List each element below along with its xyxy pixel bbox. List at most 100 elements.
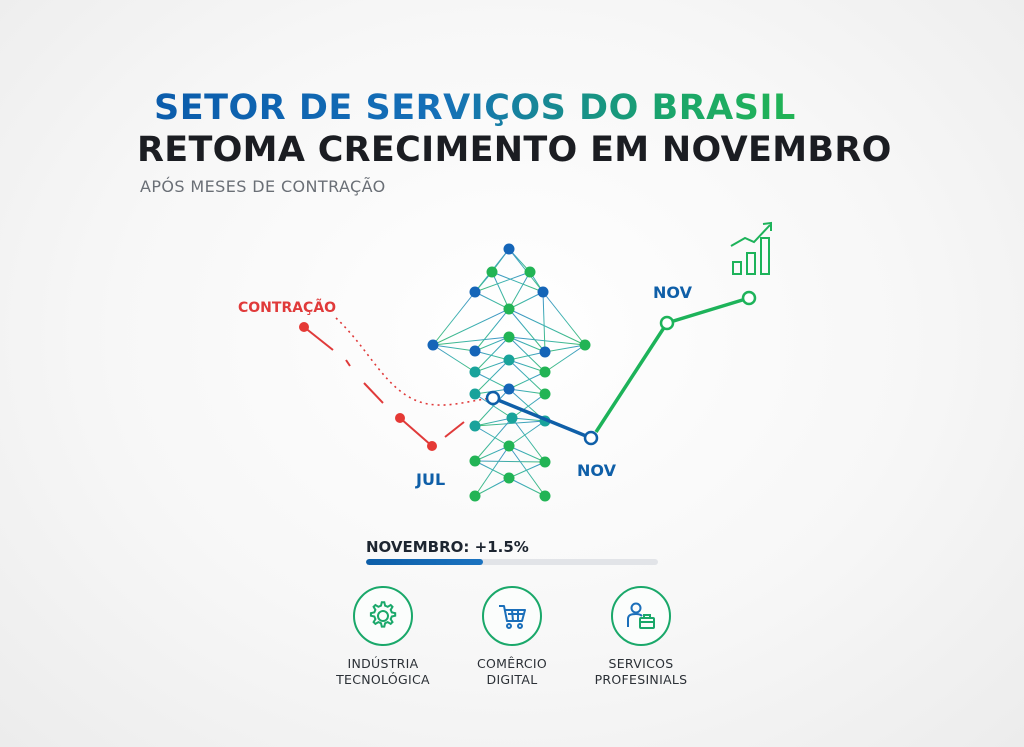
network-link [474,350,510,361]
network-link [491,271,544,293]
network-link [474,388,510,427]
network-link [508,308,546,353]
network-node [539,346,551,358]
network-link [511,393,546,419]
contraction-label: CONTRAÇÃO [238,299,336,316]
network-link [432,291,476,346]
network-node [539,366,551,378]
network-node [503,440,515,452]
network-node [469,388,481,400]
network-link [542,291,586,346]
network-node [539,490,551,502]
network-link [508,388,546,395]
network-link [474,417,513,462]
nov-upper-label: NOV [653,283,693,302]
network-link [474,477,510,497]
network-link [474,420,546,427]
network-node [469,286,481,298]
network-link [508,461,546,479]
network-link [474,336,510,352]
network-link [511,417,546,422]
network-node [503,354,515,366]
network-node [506,412,518,424]
network-arrow-graphic [427,243,591,502]
progress-bar [366,559,658,565]
recovery-line-blue [485,390,599,446]
network-node [469,420,481,432]
network-link [508,336,546,353]
network-node [503,383,515,395]
nov-mid-node [659,315,675,331]
subtitle: APÓS MESES DE CONTRAÇÃO [140,177,386,196]
network-link [474,460,510,479]
professional-briefcase-icon [611,586,671,646]
network-link [508,336,586,346]
network-link [508,420,546,447]
gear-icon [353,586,413,646]
progress-bar-fill [366,559,483,565]
network-node [486,266,498,278]
network-link [474,359,510,395]
network-link [511,417,546,463]
network-link [474,371,510,390]
network-link [544,344,586,353]
network-link [508,336,546,373]
shopping-cart-icon [482,586,542,646]
network-link [474,291,510,310]
network-node [469,490,481,502]
network-node [503,331,515,343]
jul-node [485,390,501,406]
network-node [537,286,549,298]
network-link [508,359,546,395]
network-node [539,388,551,400]
network-node [469,366,481,378]
title-line-1: SETOR DE SERVIÇOS DO BRASIL [154,88,796,128]
network-link [508,359,546,373]
nov-high-node [741,290,757,306]
network-link [544,344,586,373]
network-link [491,271,510,310]
network-link [432,336,510,346]
network-node [469,455,481,467]
network-link [474,359,510,373]
network-link [474,460,546,463]
network-link [474,271,531,293]
network-link [474,417,513,427]
network-link [508,477,546,497]
network-link [542,291,546,353]
network-link [508,445,546,463]
network-link [508,371,546,390]
network-node [503,303,515,315]
network-node [503,243,515,255]
category-industria: INDÚSTRIA TECNOLÓGICA [303,586,463,688]
recovery-line-green [594,290,757,433]
network-link [508,351,546,361]
progress-label: NOVEMBRO: +1.5% [366,538,529,556]
network-link [432,344,476,352]
network-link [508,308,586,346]
network-link [474,308,510,352]
network-link [508,445,546,497]
network-node [524,266,536,278]
growth-chart-icon [730,221,772,275]
jul-label: JUL [415,470,445,489]
network-link [474,336,510,373]
nov-lower-label: NOV [577,461,617,480]
network-link [474,425,510,447]
category-label: SERVICOS PROFESINIALS [594,656,688,687]
title-line-2: RETOMA CRECIMENTO EM NOVEMBRO [137,130,892,170]
category-label: COMÊRCIO DIGITAL [477,656,547,687]
network-link [432,308,510,346]
contraction-point [395,413,405,423]
category-comercio: COMÊRCIO DIGITAL [432,586,592,688]
network-link [508,291,544,310]
network-link [508,271,531,310]
network-link [474,445,510,462]
category-label: INDÚSTRIA TECNOLÓGICA [336,656,430,687]
contraction-point [299,322,309,332]
category-servicos: SERVICOS PROFESINIALS [561,586,721,688]
network-node [427,339,439,351]
contraction-point [427,441,437,451]
network-node [579,339,591,351]
